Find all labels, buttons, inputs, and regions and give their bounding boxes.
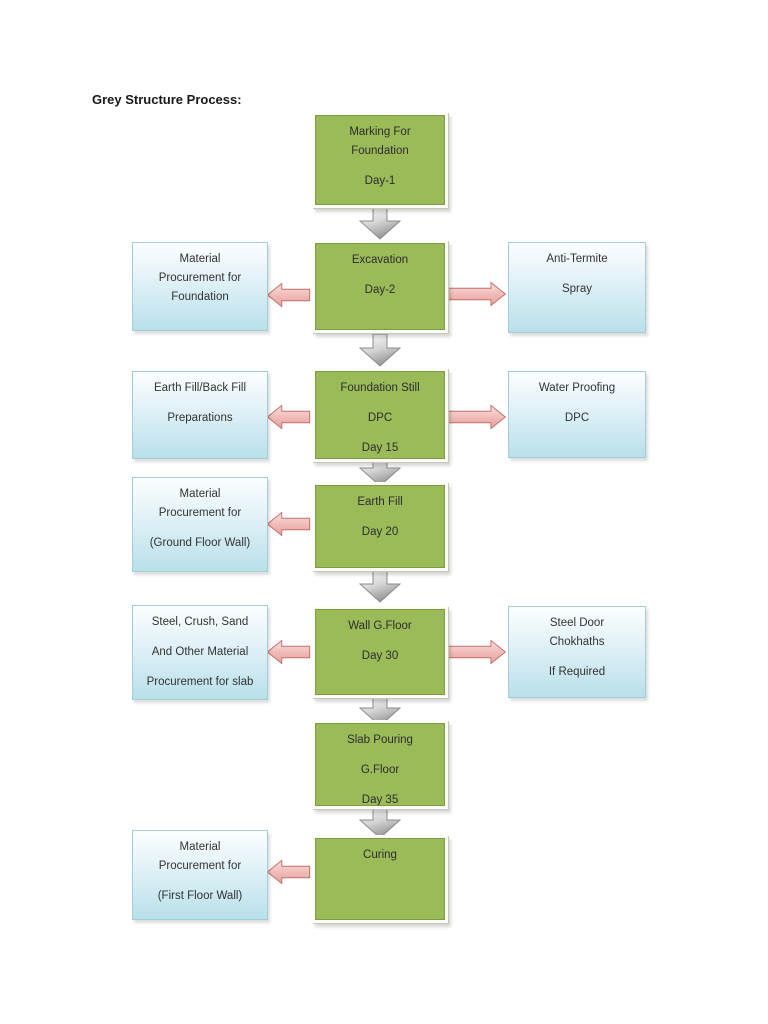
- down-flow-arrow: [359, 805, 401, 839]
- step-text: Curing: [315, 838, 445, 920]
- right-link-arrow: [446, 404, 507, 430]
- left-link-arrow: [266, 639, 311, 665]
- page-title: Grey Structure Process:: [92, 92, 242, 107]
- left-link-arrow: [266, 282, 311, 308]
- left-link-arrow: [266, 511, 311, 537]
- left-link-arrow: [266, 859, 311, 885]
- left-link-arrow: [266, 404, 311, 430]
- down-flow-arrow: [359, 333, 401, 367]
- down-flow-arrow: [359, 569, 401, 603]
- down-flow-arrow: [359, 206, 401, 240]
- right-link-arrow: [446, 639, 507, 665]
- right-link-arrow: [446, 281, 507, 307]
- step-box-curing: Curing: [312, 835, 448, 923]
